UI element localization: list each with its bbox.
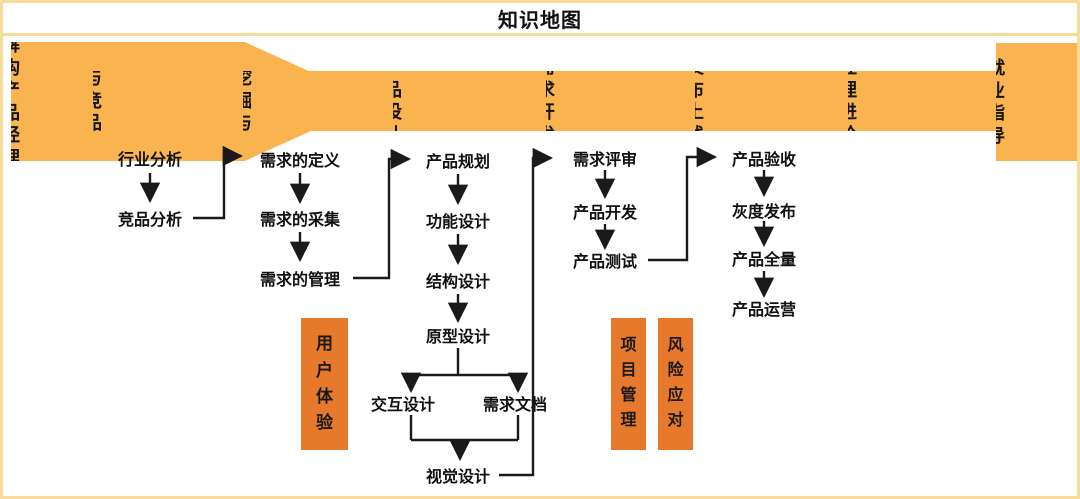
arrow-management-to-planning [353, 148, 412, 280]
step-product-testing: 产品测试 [572, 254, 638, 271]
user-experience-box-label: 用 户 体 验 [316, 334, 333, 433]
step-competitor-analysis: 竞品分析 [117, 212, 183, 229]
step-visual-design: 视觉设计 [425, 469, 491, 486]
step-product-operation: 产品运营 [731, 302, 797, 319]
step-product-development: 产品开发 [572, 205, 638, 222]
stage-employment-guidance-label: 就 业 指 导 [987, 58, 1005, 146]
page-title: 知识地图 [498, 9, 582, 32]
step-product-acceptance: 产品验收 [731, 152, 797, 169]
arrow-visual-to-review [499, 147, 554, 477]
step-requirement-collection: 需求的采集 [259, 212, 341, 229]
stage-release-launch-label: 发布上线 [686, 57, 704, 145]
step-structure-design: 结构设计 [425, 274, 491, 291]
stage-employment-guidance: 就 业 指 导 [996, 43, 1077, 161]
arrow-competitor-to-definition [193, 145, 244, 220]
step-requirement-doc: 需求文档 [482, 397, 548, 414]
step-prototype-design: 原型设计 [425, 329, 491, 346]
risk-response-box-label: 风 险 应 对 [667, 337, 684, 429]
step-product-planning: 产品规划 [425, 154, 491, 171]
connector-lines [139, 145, 775, 477]
step-full-release: 产品全量 [731, 252, 797, 269]
project-management-box: 项 目 管 理 [611, 318, 646, 450]
title-bar: 知识地图 [3, 3, 1077, 36]
project-management-box-label: 项 目 管 理 [620, 337, 637, 429]
stage-deconstruct-pm-label: 解构 产品 经理 [2, 35, 20, 168]
step-requirement-management: 需求的管理 [259, 272, 341, 289]
step-gray-release: 灰度发布 [731, 204, 797, 221]
step-interaction-design: 交互设计 [370, 397, 436, 414]
user-experience-box: 用 户 体 验 [301, 318, 348, 450]
arrow-testing-to-acceptance [648, 146, 718, 262]
stage-requirement-development-label: 需求开发 [537, 57, 555, 145]
stage-pm-advancement-label: 产品经理进 阶之路 [839, 12, 857, 190]
risk-response-box: 风 险 应 对 [658, 318, 693, 450]
stage-requirement-mining-analysis-label: 需求挖掘与 分析 [234, 23, 252, 179]
step-requirement-definition: 需求的定义 [259, 153, 341, 170]
stage-market-competitor-analysis-label: 市场与竞品 分析 [84, 23, 102, 179]
step-requirement-review: 需求评审 [572, 152, 638, 169]
stage-product-design-label: 产品设计 [384, 57, 402, 145]
step-industry-analysis: 行业分析 [117, 152, 183, 169]
step-function-design: 功能设计 [425, 214, 491, 231]
